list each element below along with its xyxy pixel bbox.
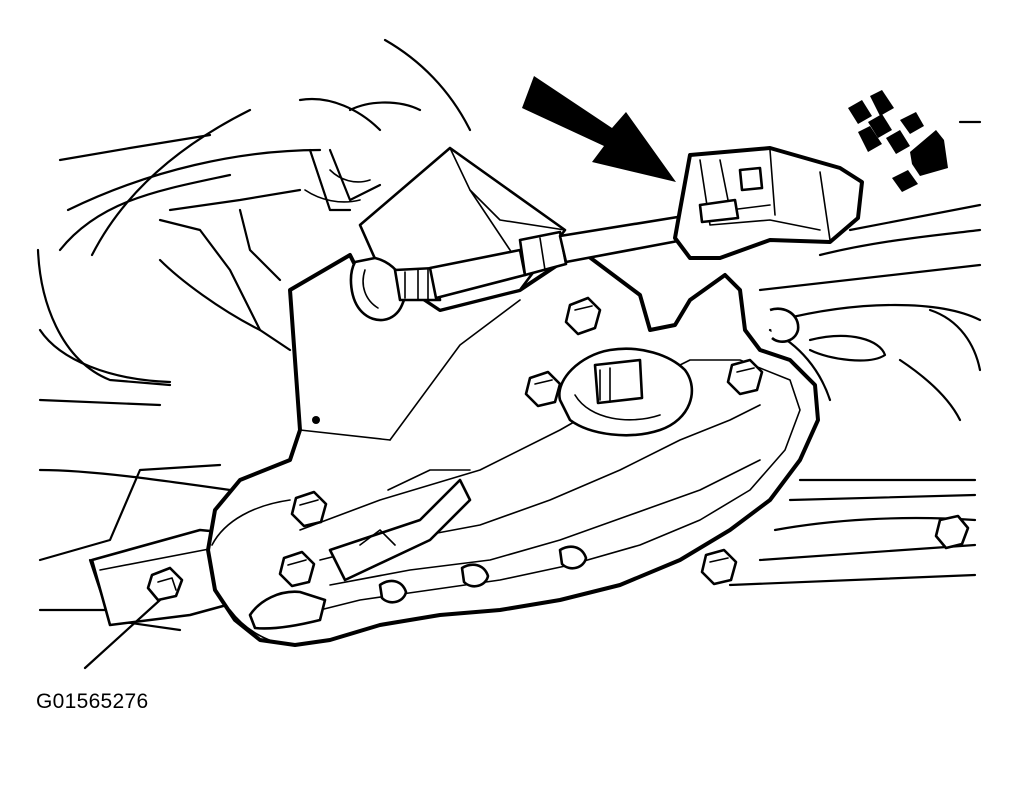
bolt-icon <box>290 490 328 528</box>
shaft-fitting <box>558 347 694 437</box>
background-outlines <box>36 38 982 632</box>
bolt-icon <box>564 296 602 336</box>
bolt-icon <box>524 370 562 408</box>
bolt-icon <box>726 358 764 396</box>
flange-plate <box>211 478 588 646</box>
cable-fitting-left <box>349 256 442 322</box>
arrow-dashed-icon <box>848 90 948 192</box>
arrow-solid-icon <box>522 76 676 182</box>
bolt-icon <box>769 307 800 344</box>
figure-id-label: G01565276 <box>36 690 149 713</box>
bolts <box>278 296 970 588</box>
bolt-icon <box>700 548 738 586</box>
electrical-connector <box>673 146 864 260</box>
bolt-icon <box>278 550 316 588</box>
bolt-icon <box>934 514 970 550</box>
